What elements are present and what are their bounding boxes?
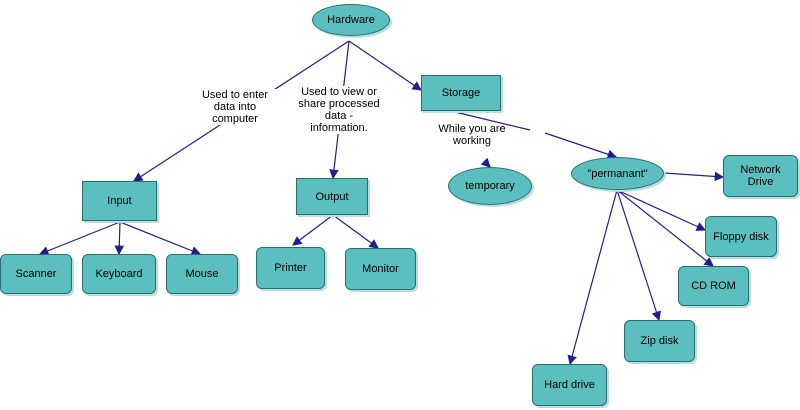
node-hardware[interactable]: Hardware (312, 4, 390, 36)
edge-permanent-harddrive (567, 189, 618, 366)
edge-storage-permanent-2 (544, 132, 618, 159)
edge-label-output: Used to view or share processed data - i… (290, 86, 388, 134)
edge-permanent-network (663, 171, 725, 182)
node-keyboard[interactable]: Keyboard (82, 254, 156, 294)
edge-storage-temporary (480, 157, 491, 168)
edge-input-keyboard (114, 221, 125, 256)
node-floppy-disk[interactable]: Floppy disk (705, 216, 777, 257)
edge-output-monitor (332, 214, 379, 249)
node-cd-rom[interactable]: CD ROM (678, 266, 749, 306)
node-monitor[interactable]: Monitor (345, 248, 416, 290)
node-storage[interactable]: Storage (421, 75, 501, 111)
node-zip-disk[interactable]: Zip disk (624, 320, 695, 362)
node-network-drive[interactable]: Network Drive (723, 155, 798, 197)
edge-permanent-floppy (616, 189, 707, 231)
edge-input-mouse (119, 221, 202, 256)
edge-hardware-storage (348, 40, 422, 91)
edge-label-storage: While you are working (438, 123, 506, 147)
node-input[interactable]: Input (82, 181, 157, 221)
node-hard-drive[interactable]: Hard drive (532, 364, 607, 406)
edge-input-scanner (38, 221, 121, 256)
node-temporary[interactable]: temporary (448, 167, 532, 205)
node-scanner[interactable]: Scanner (0, 254, 72, 294)
node-printer[interactable]: Printer (256, 247, 325, 289)
edge-permanent-cdrom (616, 189, 714, 267)
node-mouse[interactable]: Mouse (166, 254, 238, 294)
node-output[interactable]: Output (296, 178, 368, 215)
edge-label-input: Used to enter data into computer (190, 89, 280, 125)
edge-permanent-zip (616, 189, 661, 322)
node-permanent[interactable]: "permanant" (571, 157, 664, 190)
edge-output-printer (292, 214, 334, 246)
edge-storage-permanent (454, 111, 531, 131)
